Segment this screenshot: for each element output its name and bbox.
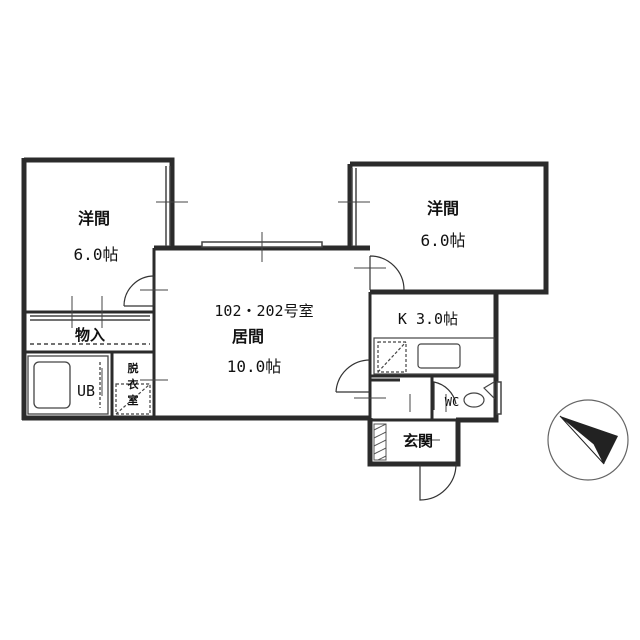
toilet-fixture (463, 380, 495, 408)
label-western-right-name: 洋間 (427, 199, 459, 218)
label-western-right-size: 6.0帖 (421, 231, 466, 250)
doors (123, 255, 457, 501)
outer-walls (21, 157, 549, 467)
label-entrance: 玄関 (403, 432, 433, 450)
washbasin (115, 383, 151, 415)
kitchen-counter (373, 337, 495, 375)
label-kitchen: K 3.0帖 (398, 310, 458, 328)
label-western-left-size: 6.0帖 (74, 245, 119, 264)
unit-bath (27, 355, 109, 415)
storage-door (30, 315, 150, 345)
label-living-size: 10.0帖 (227, 357, 282, 376)
label-unit-bath: UB (77, 382, 95, 400)
label-unit-number: 102・202号室 (214, 302, 313, 320)
label-toilet: WC (445, 395, 459, 409)
label-storage: 物入 (75, 326, 105, 344)
label-dressing-3: 室 (128, 393, 139, 407)
label-living-name: 居間 (232, 327, 264, 346)
label-dressing-2: 衣 (128, 377, 140, 391)
label-western-left-name: 洋間 (78, 209, 110, 228)
north-arrow-icon (547, 399, 629, 481)
inner-walls (24, 248, 496, 422)
room-labels: 洋間 6.0帖 洋間 6.0帖 102・202号室 居間 10.0帖 K 3.0… (74, 199, 466, 450)
label-dressing-1: 脱 (128, 361, 139, 375)
tick-marks (71, 201, 447, 441)
shoe-storage (373, 423, 387, 461)
